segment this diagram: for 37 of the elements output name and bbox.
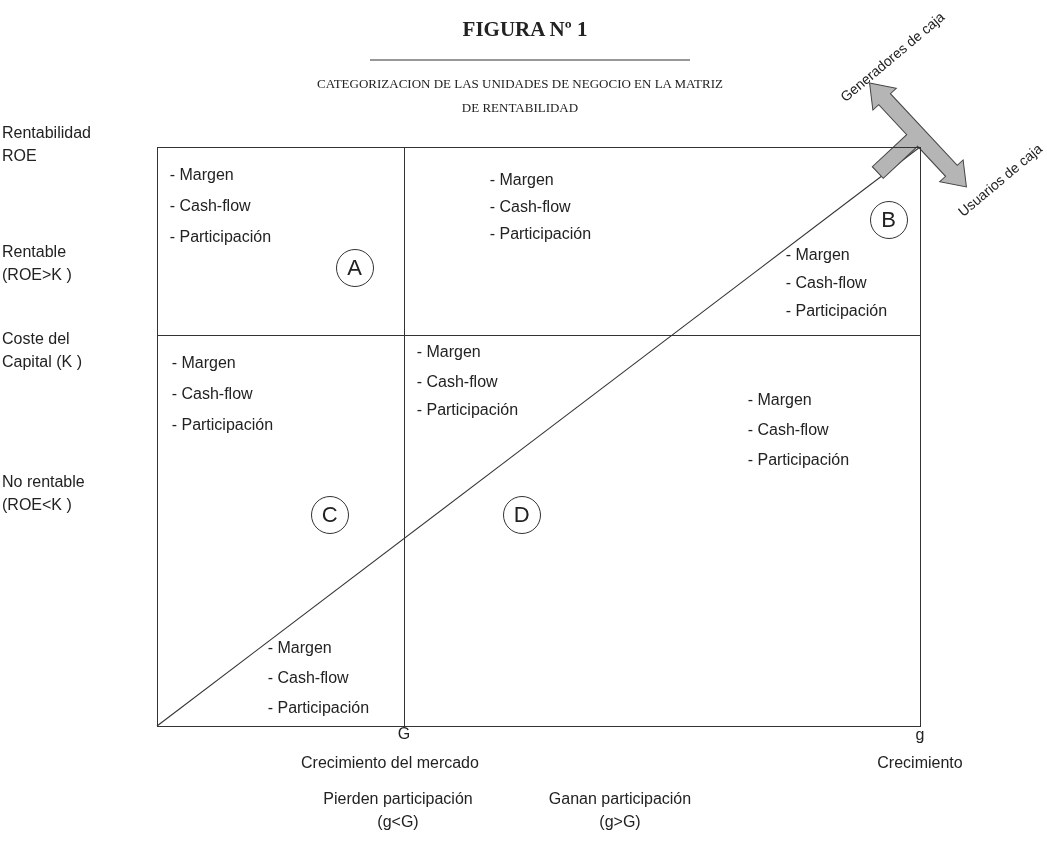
- list-item: - Margen: [785, 244, 850, 265]
- list-item: - Participación: [785, 300, 888, 321]
- list-item: - Margen: [489, 169, 554, 190]
- list-item: - Cash-flow: [169, 195, 251, 216]
- subtitle: CATEGORIZACION DE LAS UNIDADES DE NEGOCIO EN LA MATRIZ DE RENTABILIDAD: [316, 75, 724, 117]
- list-item: - Participación: [169, 226, 272, 247]
- figure-title: FIGURA Nº 1: [461, 18, 589, 41]
- list-item: - Margen: [267, 637, 332, 658]
- list-item: - Margen: [171, 352, 236, 373]
- list-item: - Participación: [489, 223, 592, 244]
- matrix-quadrant: [404, 335, 921, 727]
- list-item: - Cash-flow: [785, 272, 867, 293]
- list-item: - Cash-flow: [489, 196, 571, 217]
- list-item: - Cash-flow: [747, 419, 829, 440]
- list-item: - Margen: [416, 341, 481, 362]
- axis-tick-label: G: [396, 724, 412, 744]
- list-item: - Cash-flow: [267, 667, 349, 688]
- matrix-quadrant: [157, 335, 405, 727]
- list-item: - Participación: [416, 399, 519, 420]
- axis-label: Coste del Capital (K ): [2, 329, 84, 372]
- axis-tick-label: g: [914, 725, 926, 745]
- list-item: - Cash-flow: [416, 371, 498, 392]
- axis-note: Pierden participación (g<G): [322, 789, 474, 832]
- list-item: - Participación: [171, 414, 274, 435]
- list-item: - Participación: [267, 697, 370, 718]
- axis-label: No rentable (ROE<K ): [2, 472, 86, 515]
- axis-title: Crecimiento: [876, 753, 964, 773]
- axis-title: Crecimiento del mercado: [300, 753, 480, 773]
- list-item: - Participación: [747, 449, 850, 470]
- axis-note: Ganan participación (g>G): [547, 789, 693, 832]
- list-item: - Cash-flow: [171, 383, 253, 404]
- matrix-quadrant: [157, 147, 405, 336]
- list-item: - Margen: [747, 389, 812, 410]
- axis-label: Rentabilidad ROE: [2, 123, 92, 166]
- axis-label: Rentable (ROE>K ): [2, 242, 73, 285]
- matrix-quadrant: [404, 147, 921, 336]
- list-item: - Margen: [169, 164, 234, 185]
